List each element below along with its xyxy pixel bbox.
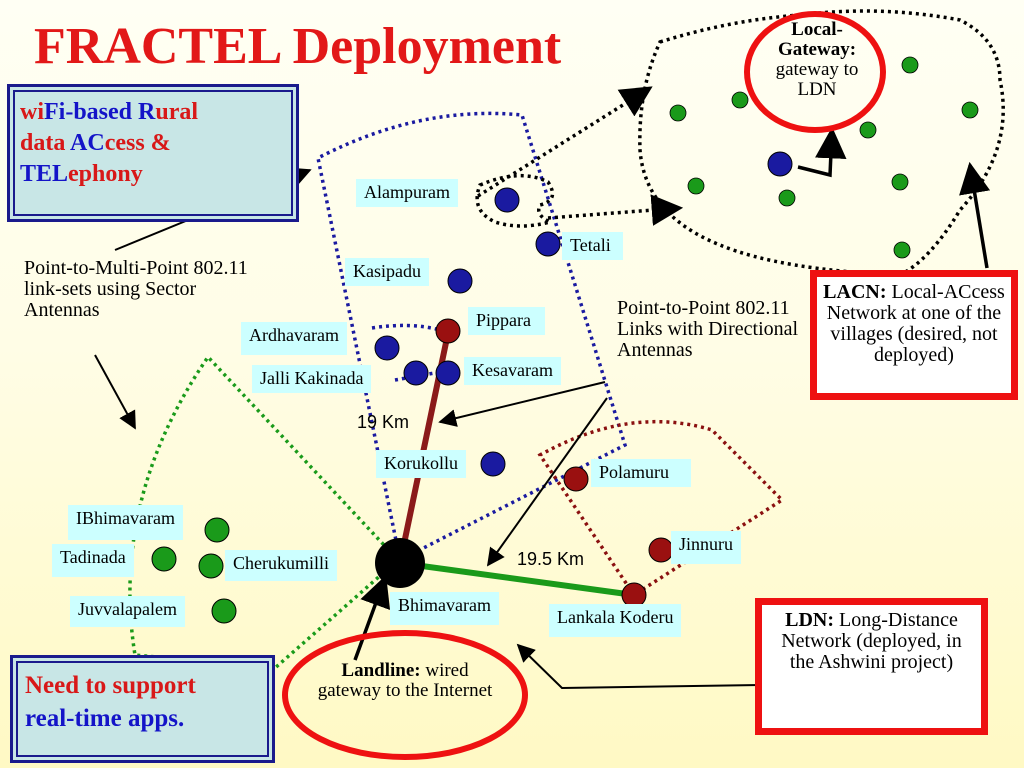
realtime-line-2: real-time apps.: [25, 704, 185, 732]
landline-text: Landline: wired gateway to the Internet: [317, 660, 493, 701]
node-kesavaram: [435, 360, 461, 386]
node-polamuru: [563, 466, 589, 492]
distance-19km: 19 Km: [357, 412, 410, 432]
label-pippara: Pippara: [468, 307, 545, 335]
node-jalli-kakinada: [403, 360, 429, 386]
label-jalli-kakinada: Jalli Kakinada: [252, 365, 372, 393]
label-lankala-koderu: Lankala Koderu: [549, 604, 682, 637]
lacn-link-lower: [547, 194, 684, 226]
label-kasipadu: Kasipadu: [345, 258, 429, 286]
wifi-rural-line-2: data ACcess &: [20, 130, 171, 157]
pmp-arrow-lower: [94, 354, 136, 430]
label-cherukumilli: Cherukumilli: [225, 550, 337, 581]
lacn-node: [891, 173, 909, 191]
label-polamuru: Polamuru: [591, 459, 691, 487]
label-alampuram: Alampuram: [356, 179, 458, 207]
node-ibhimavaram: [204, 517, 230, 543]
local-gateway-ellipse: [744, 11, 886, 133]
wifi-rural-line-3: TELephony: [20, 161, 143, 188]
lacn-node: [961, 101, 979, 119]
lacn-nodes: [669, 56, 979, 259]
node-tetali: [535, 231, 561, 257]
landline-arrow: [353, 575, 391, 661]
lacn-node: [859, 121, 877, 139]
lacn-node: [893, 241, 911, 259]
label-korukollu: Korukollu: [376, 450, 466, 478]
pmp-annotation: Point-to-Multi-Point 802.11 link-sets us…: [24, 257, 248, 321]
local-gateway-arrow: [797, 126, 847, 178]
realtime-box: Need to support real-time apps.: [10, 655, 275, 763]
node-pippara: [435, 318, 461, 344]
distance-19-5km: 19.5 Km: [517, 549, 585, 569]
lacn-arrow: [959, 161, 991, 269]
lacn-link-upper: [477, 86, 653, 198]
node-bhimavaram: [375, 538, 425, 588]
realtime-line-1: Need to support: [25, 672, 196, 699]
ldn-sector-outline: [537, 419, 785, 598]
lacn-node: [901, 56, 919, 74]
node-ardhavaram: [374, 335, 400, 361]
local-gateway-text: Local-Gateway:gateway to LDN: [775, 19, 859, 100]
ptp-arrow-lower: [486, 397, 608, 567]
node-juvvalapalem: [211, 598, 237, 624]
lacn-node: [669, 104, 687, 122]
label-tadinada: Tadinada: [52, 544, 134, 577]
blue-sector-outline: [316, 111, 628, 563]
node-cherukumilli: [198, 553, 224, 579]
label-juvvalapalem: Juvvalapalem: [70, 596, 185, 627]
label-jinnuru: Jinnuru: [671, 531, 741, 564]
wifi-rural-line-1: wiFi-based Rural: [20, 99, 199, 125]
lacn-node: [731, 91, 749, 109]
lacn-gateway-node: [767, 151, 793, 177]
page-title: FRACTEL Deployment: [34, 18, 562, 75]
label-ardhavaram: Ardhavaram: [241, 322, 347, 355]
ptp-arrow-upper: [438, 381, 606, 427]
ldn-arrow: [516, 643, 761, 690]
local-gateway-blob-outline: [475, 173, 556, 228]
ldn-box: LDN: Long-Distance Network (deployed, in…: [755, 598, 988, 735]
label-kesavaram: Kesavaram: [464, 357, 561, 385]
landline-ellipse: [282, 630, 528, 760]
wifi-rural-box: wiFi-based Rural data ACcess & TELephony: [7, 84, 299, 222]
label-tetali: Tetali: [562, 232, 623, 260]
node-jinnuru: [648, 537, 674, 563]
node-alampuram: [494, 187, 520, 213]
node-korukollu: [480, 451, 506, 477]
lacn-blob-outline: [638, 9, 1005, 277]
lacn-node: [687, 177, 705, 195]
ptp-annotation: Point-to-Point 802.11 Links with Directi…: [617, 297, 799, 361]
lacn-box: LACN: Local-ACcess Network at one of the…: [810, 270, 1018, 400]
label-bhimavaram: Bhimavaram: [390, 592, 499, 625]
label-ibhimavaram: IBhimavaram: [68, 505, 183, 540]
node-kasipadu: [447, 268, 473, 294]
ldn-link-lankala: [399, 560, 635, 598]
lacn-node: [778, 189, 796, 207]
node-tadinada: [151, 546, 177, 572]
